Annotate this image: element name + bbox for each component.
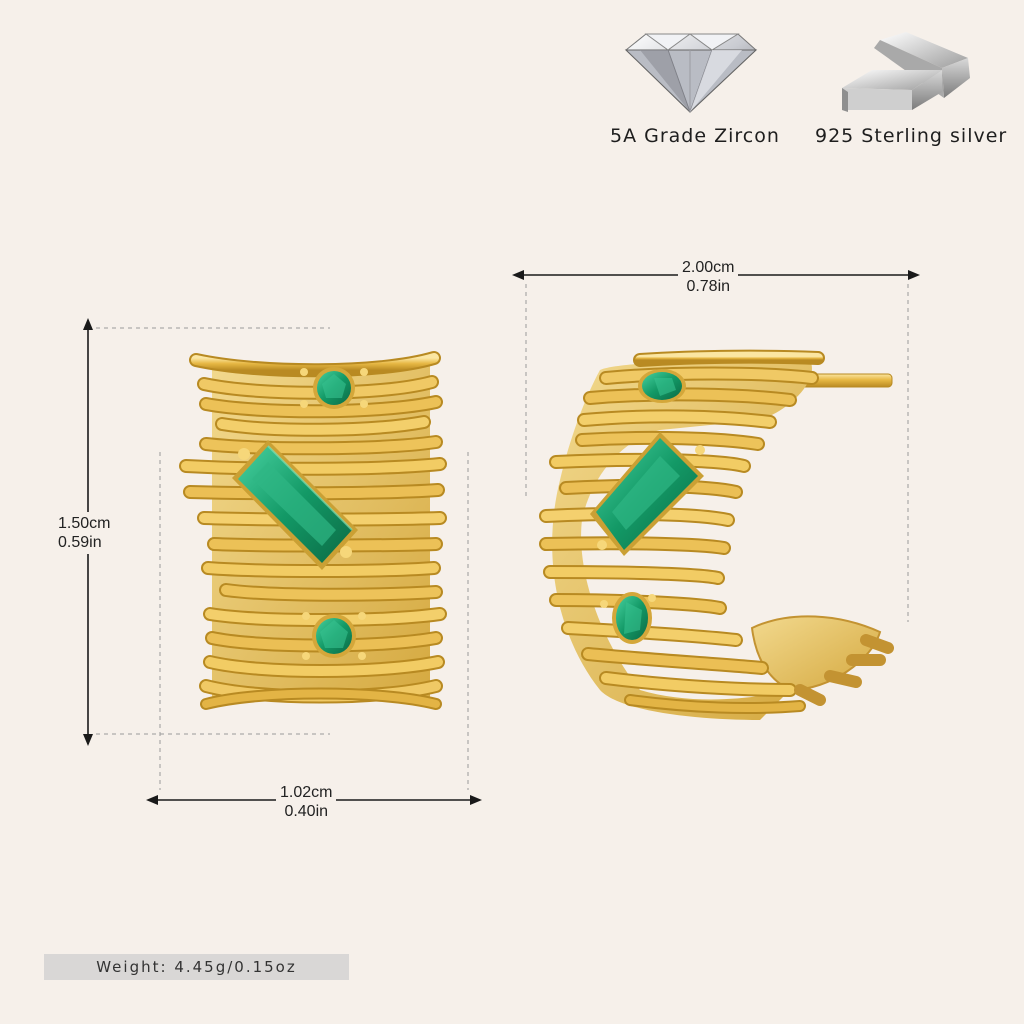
silver-bars-icon [842, 32, 970, 112]
height-cm: 1.50cm [58, 515, 111, 532]
width-flat-dimension: 1.02cm 0.40in [276, 783, 337, 821]
emerald-side-baguette [590, 432, 705, 556]
width-flat-in: 0.40in [284, 803, 329, 820]
earring-front-view [179, 351, 447, 710]
emerald-bottom [302, 612, 366, 660]
height-dimension: 1.50cm 0.59in [56, 512, 113, 554]
earring-side-view [539, 349, 894, 720]
emerald-top [300, 367, 368, 409]
width-side-in: 0.78in [686, 278, 731, 295]
zircon-label: 5A Grade Zircon [610, 125, 780, 147]
diamond-icon [624, 33, 758, 113]
height-in: 0.59in [58, 534, 102, 551]
silver-label: 925 Sterling silver [815, 125, 1008, 147]
width-side-dimension: 2.00cm 0.78in [678, 258, 739, 296]
emerald-side-top [638, 369, 686, 403]
emerald-baguette [232, 440, 358, 570]
width-side-cm: 2.00cm [682, 259, 735, 276]
weight-label: Weight: 4.45g/0.15oz [44, 954, 349, 980]
emerald-side-bottom [600, 592, 656, 644]
width-flat-cm: 1.02cm [280, 784, 333, 801]
